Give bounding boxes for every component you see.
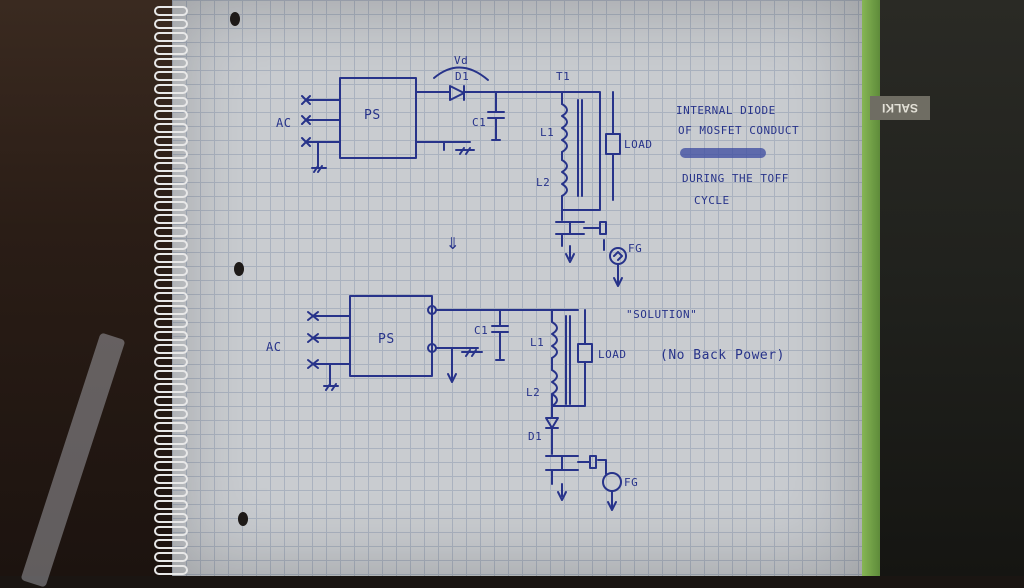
spiral-coil [154,149,188,159]
capacitor-c1 [487,91,505,141]
spiral-coil [154,513,188,523]
inductor-l2 [561,159,568,197]
spiral-coil [154,32,188,42]
spiral-coil [154,474,188,484]
power-supply-box [339,77,417,159]
note-line-2: OF MOSFET CONDUCT [678,124,800,137]
mosfet-top [555,209,585,247]
spiral-coil [154,240,188,250]
ac-label-top: AC [276,116,292,130]
fg-label-bottom: FG [624,476,639,489]
spiral-coil [154,409,188,419]
diode-label-bottom: D1 [528,430,543,443]
spiral-coil [154,123,188,133]
spiral-coil [154,97,188,107]
mosfet-bottom [545,445,579,485]
punch-hole [234,262,244,276]
spiral-coil [154,201,188,211]
spiral-coil [154,188,188,198]
spiral-coil [154,84,188,94]
spiral-coil [154,6,188,16]
note-line-3: DURING THE TOFF [682,172,789,185]
vd-label: Vd [454,54,469,67]
function-generator-bottom [602,472,622,492]
spiral-coil [154,552,188,562]
spiral-coil [154,487,188,497]
scribbled-out-word [680,148,766,158]
spiral-coil [154,214,188,224]
spiral-coil [154,331,188,341]
vd-arrow [433,66,489,81]
ps-label-top: PS [364,108,381,123]
ps-label-bottom: PS [378,332,395,347]
transformer-label: T1 [556,70,571,83]
circuit-drawing [301,66,627,511]
capacitor-c1-bottom [491,309,509,361]
fg-label-top: FG [628,242,643,255]
spiral-coil [154,19,188,29]
l2-label-bottom: L2 [526,386,541,399]
spiral-coil [154,383,188,393]
spiral-coil [154,71,188,81]
punch-hole [230,12,240,26]
diode-label-top: D1 [455,70,470,83]
down-arrow: ⇓ [446,230,460,255]
function-generator-top [609,247,627,265]
ac-terminals [301,95,311,147]
spiral-coil [154,175,188,185]
spiral-coil [154,422,188,432]
cap-label-top: C1 [472,116,487,129]
note-line-1: INTERNAL DIODE [676,104,776,117]
inductor-l1 [561,103,568,153]
power-supply-box-bottom [349,295,433,377]
ground-symbol-left [311,141,327,173]
load-label-top: LOAD [624,138,653,151]
ac-input-wires [305,99,341,143]
l1-label-top: L1 [540,126,555,139]
spiral-binding [150,0,190,576]
spiral-coil [154,396,188,406]
transformer-core [577,99,583,197]
spiral-coil [154,461,188,471]
spiral-coil [154,266,188,276]
load-resistor [605,133,621,155]
no-back-power-label: (No Back Power) [660,348,785,363]
spiral-coil [154,357,188,367]
graph-paper-page [172,0,862,576]
load-label-bottom: LOAD [598,348,627,361]
spiral-coil [154,227,188,237]
spiral-coil [154,565,188,575]
cap-label-bottom: C1 [474,324,489,337]
spiral-coil [154,448,188,458]
spiral-coil [154,110,188,120]
note-line-4: CYCLE [694,194,730,207]
diode-d1-bottom [545,405,559,447]
spiral-coil [154,58,188,68]
spiral-coil [154,318,188,328]
spiral-coil [154,500,188,510]
inductor-l1-bottom [551,321,558,359]
solution-label: "SOLUTION" [626,308,698,321]
spiral-coil [154,162,188,172]
notebook-cover-edge [858,0,880,576]
diode-d1 [449,85,465,101]
spiral-coil [154,539,188,549]
spiral-coil [154,370,188,380]
spiral-coil [154,526,188,536]
spiral-coil [154,344,188,354]
l2-label-top: L2 [536,176,551,189]
inductor-l2-bottom [551,369,558,407]
spiral-coil [154,253,188,263]
spiral-coil [154,279,188,289]
spiral-coil [154,435,188,445]
ac-label-bottom: AC [266,340,282,354]
spiral-coil [154,45,188,55]
spiral-coil [154,305,188,315]
punch-hole [238,512,248,526]
l1-label-bottom: L1 [530,336,545,349]
spiral-coil [154,292,188,302]
spiral-coil [154,136,188,146]
